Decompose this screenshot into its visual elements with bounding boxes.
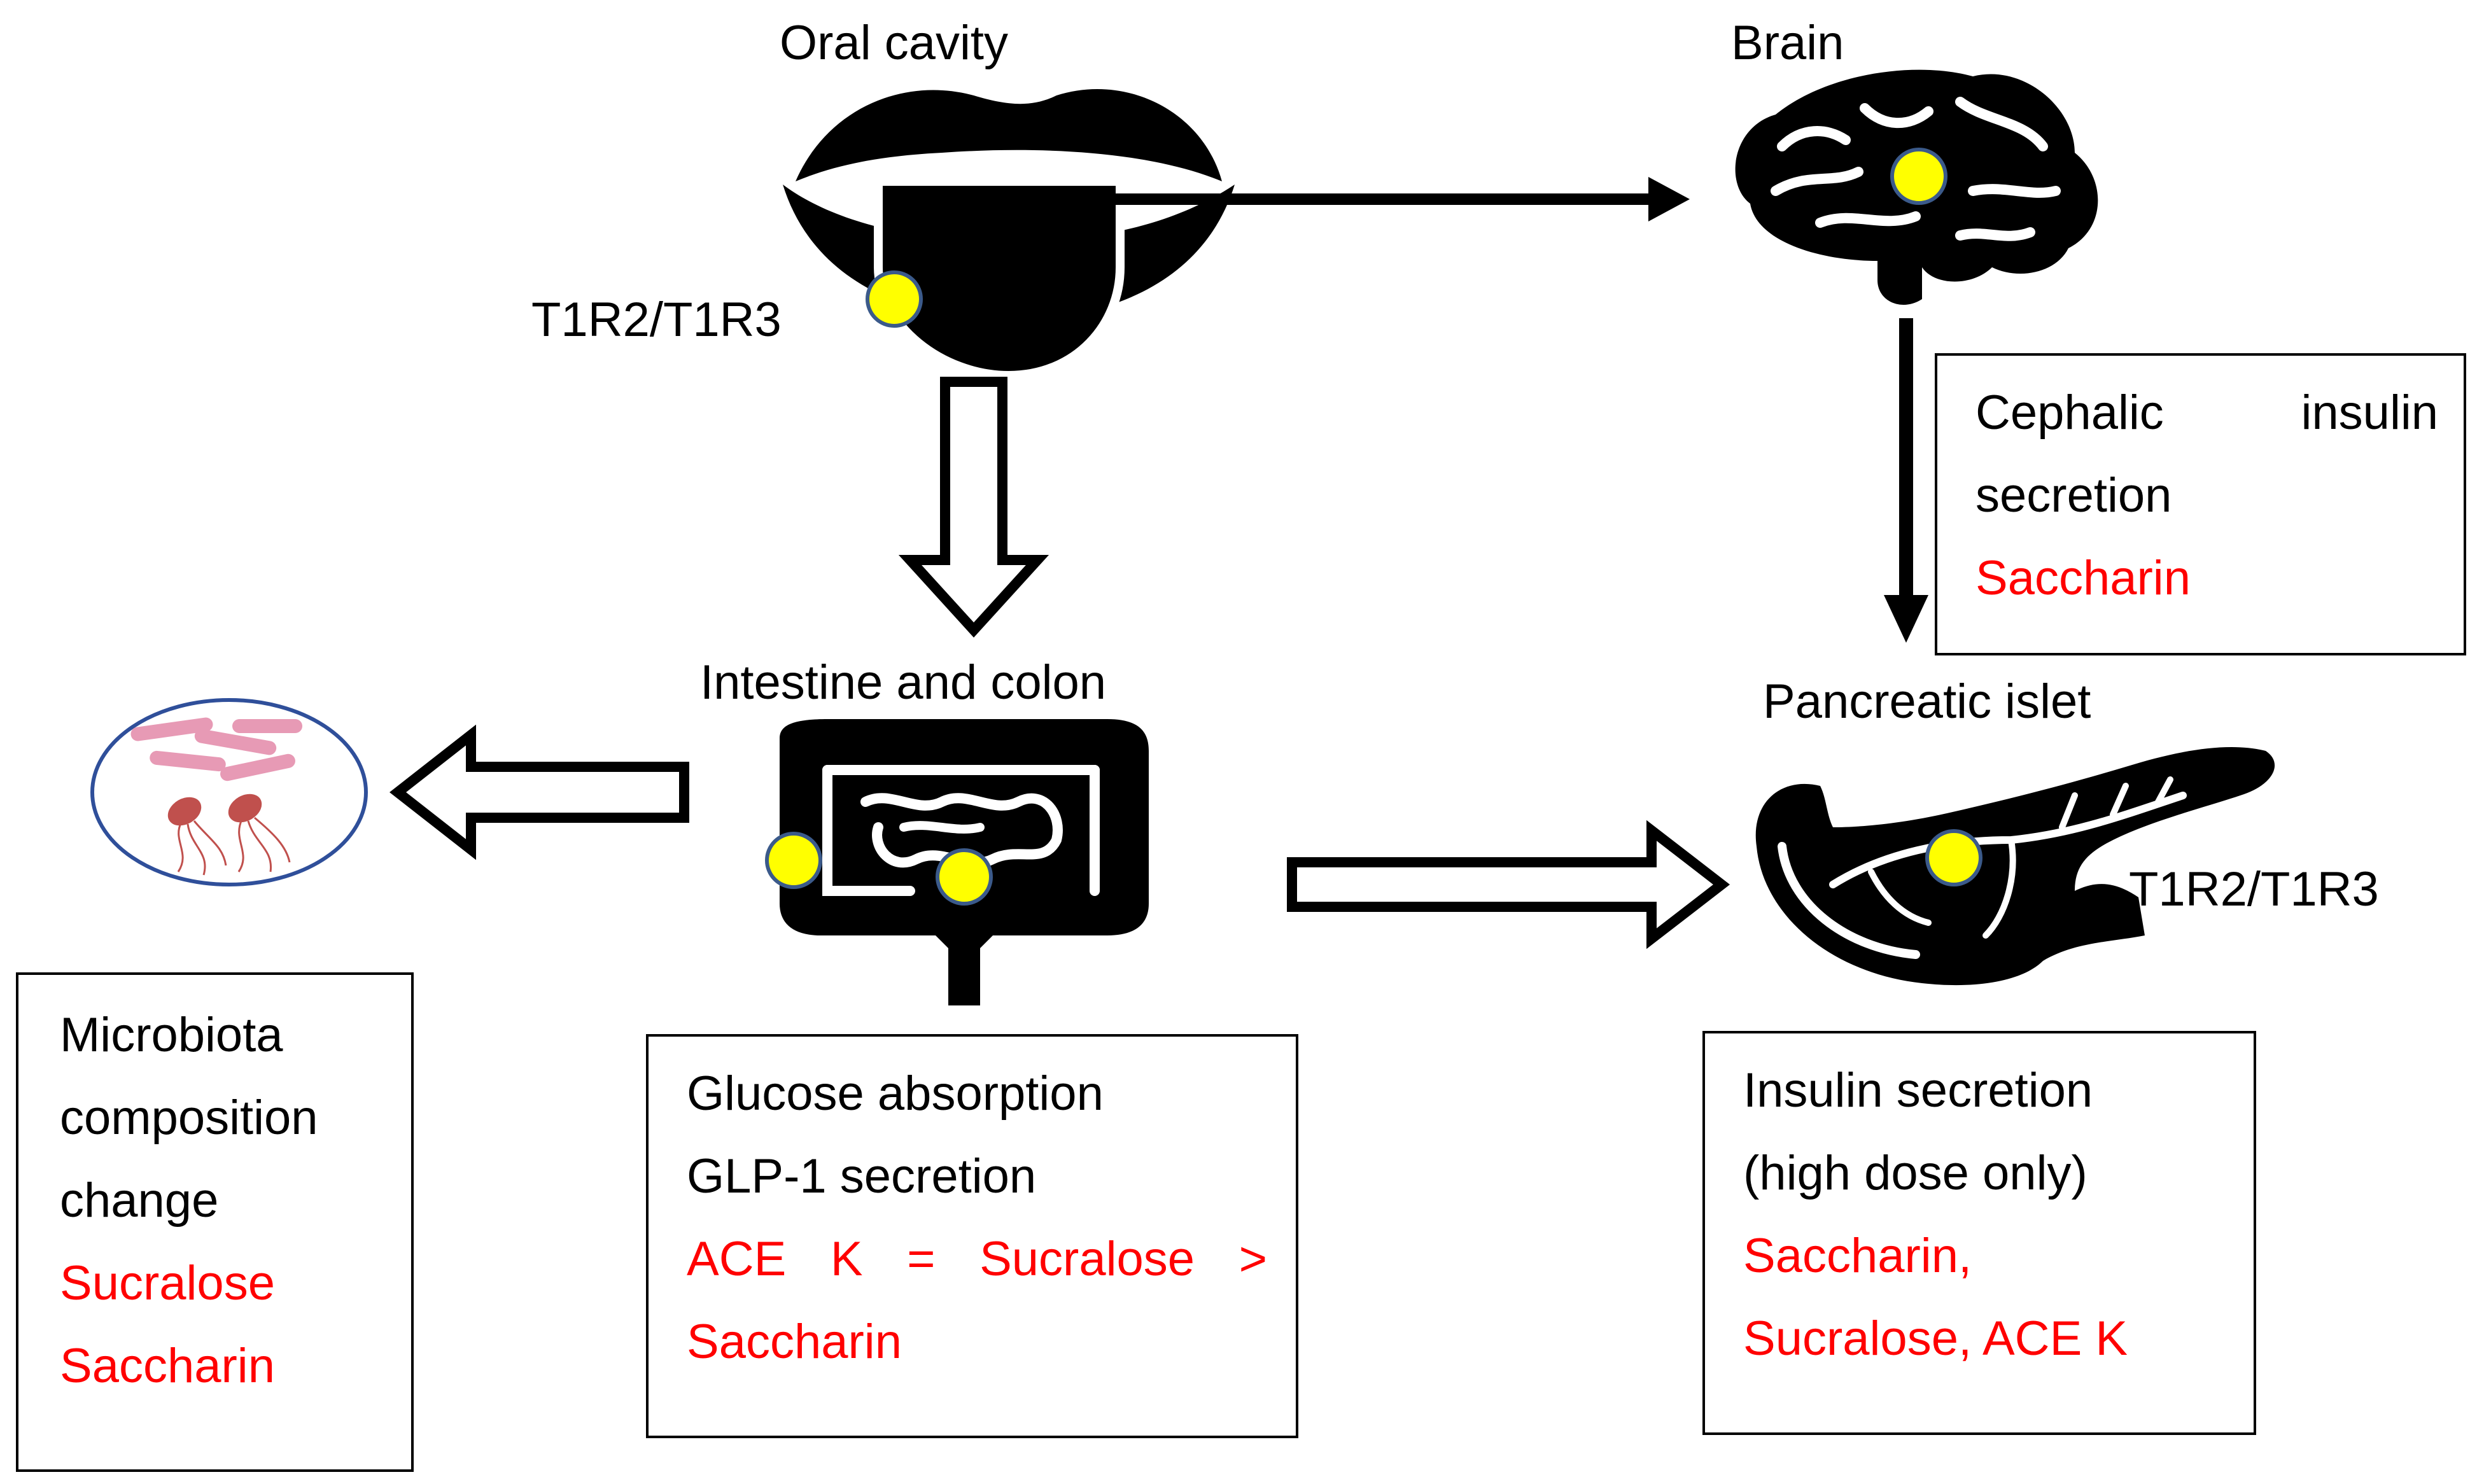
- insulin-word: insulin: [2301, 386, 2438, 440]
- pancreas-receptor-label: T1R2/T1R3: [2129, 862, 2379, 916]
- receptor-dot-intestine-1: [765, 832, 822, 889]
- sweetener-token-2: K: [830, 1232, 863, 1286]
- microbiota-sweetener1: Sucralose: [60, 1256, 275, 1310]
- hollow-arrow-oral-to-intestine: [898, 377, 1049, 638]
- bacteria-icon: [90, 698, 368, 886]
- pancreas-icon: [1755, 747, 2275, 986]
- intestine-label: Intestine and colon: [700, 655, 1107, 710]
- cephalic-sweetener: Saccharin: [1975, 551, 2191, 605]
- arrow-brain-to-pancreas: [1884, 318, 1928, 643]
- receptor-dot-brain: [1890, 148, 1947, 205]
- glucose-line1: Glucose absorption: [687, 1067, 1104, 1121]
- oral-cavity-label: Oral cavity: [780, 16, 1008, 70]
- glucose-sweetener-line2: Saccharin: [687, 1315, 902, 1369]
- insulin-line2: (high dose only): [1743, 1146, 2088, 1200]
- insulin-sweetener1: Saccharin,: [1743, 1229, 1972, 1283]
- arrow-oral-to-brain: [1025, 177, 1690, 221]
- microbiota-line2: composition: [60, 1091, 318, 1145]
- pancreatic-islet-label: Pancreatic islet: [1763, 675, 2091, 729]
- receptor-dot-pancreas: [1925, 829, 1982, 886]
- hollow-arrow-intestine-to-pancreas: [1287, 820, 1730, 949]
- glucose-line2: GLP-1 secretion: [687, 1149, 1037, 1203]
- intestine-icon: [765, 719, 1149, 1005]
- microbiota-line3: change: [60, 1173, 219, 1228]
- glucose-absorption-box: Glucose absorption GLP-1 secretion ACE K…: [646, 1034, 1298, 1438]
- sweetener-token-4: Sucralose: [979, 1232, 1195, 1286]
- brain-label: Brain: [1731, 16, 1844, 70]
- receptor-dot-oral: [866, 270, 923, 328]
- hollow-arrow-intestine-to-microbiota: [389, 724, 689, 860]
- receptor-dot-intestine-2: [936, 848, 993, 906]
- sweetener-token-3: =: [907, 1232, 936, 1286]
- oral-receptor-label: T1R2/T1R3: [531, 293, 782, 347]
- insulin-secretion-box: Insulin secretion (high dose only) Sacch…: [1702, 1031, 2256, 1435]
- glucose-sweetener-row: ACE K = Sucralose >: [687, 1218, 1267, 1301]
- microbiota-sweetener2: Saccharin: [60, 1339, 275, 1393]
- microbiota-line1: Microbiota: [60, 1008, 283, 1062]
- cephalic-insulin-box: Cephalic insulin secretion Saccharin: [1935, 353, 2466, 655]
- microbiota-box: Microbiota composition change Sucralose …: [16, 972, 414, 1472]
- insulin-sweetener2: Sucralose, ACE K: [1743, 1312, 2128, 1366]
- cephalic-word: Cephalic: [1975, 386, 2164, 440]
- cephalic-line1: Cephalic insulin: [1975, 372, 2438, 454]
- sweetener-token-5: >: [1238, 1232, 1267, 1286]
- mouth-tongue-icon: [783, 89, 1235, 381]
- sweetener-token-1: ACE: [687, 1232, 787, 1286]
- insulin-line1: Insulin secretion: [1743, 1063, 2093, 1117]
- brain-icon: [1735, 69, 2098, 305]
- cephalic-line2: secretion: [1975, 468, 2172, 522]
